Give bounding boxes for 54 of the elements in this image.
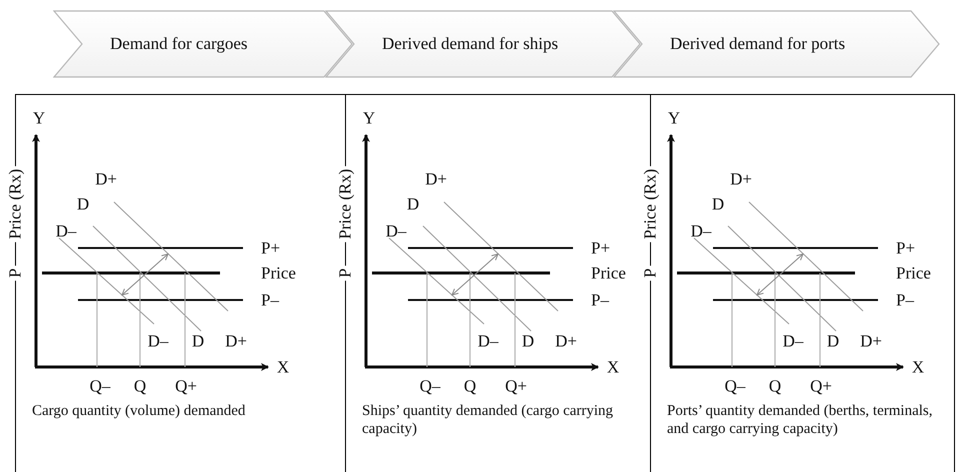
curve-label: D+ (555, 332, 577, 350)
axis-title: Price (Rx) (642, 166, 658, 242)
curve-label: D (522, 332, 534, 350)
price-level-label: P– (261, 292, 279, 308)
axis-title: Price (Rx) (336, 166, 354, 242)
axis-label: P (642, 265, 658, 281)
curve-label: D (826, 332, 840, 350)
curve-label: D– (148, 332, 168, 350)
axis-caption: Ports’ quantity demanded (berths, terminals, and cargo carrying capacity) (667, 402, 934, 438)
axis-label: P (6, 265, 24, 281)
axis-label: Y (32, 110, 46, 126)
axis-label: Y (362, 110, 376, 126)
quantity-label: Q (464, 378, 476, 394)
price-level-label: Price (261, 264, 296, 282)
quantity-label: Q (768, 378, 782, 394)
quantity-label: Q– (90, 378, 110, 394)
curve-label: D– (690, 222, 712, 240)
step-label: Demand for cargoes (109, 33, 248, 56)
axis-label: X (606, 358, 620, 376)
axis-label: P (336, 265, 354, 281)
curve-label: D+ (425, 170, 447, 188)
axis-caption: Ships’ quantity demanded (cargo carrying capacity) (362, 402, 614, 438)
curve-label: D (406, 196, 420, 212)
curve-label: D– (386, 222, 406, 240)
quantity-label: Q+ (810, 378, 832, 394)
curve-label: D (712, 196, 724, 212)
curve-label: D+ (730, 170, 752, 188)
step-label: Derived demand for ships (381, 33, 558, 56)
step-label: Derived demand for ports (669, 33, 846, 56)
price-level-label: P– (896, 292, 914, 308)
curve-label: D (192, 332, 204, 350)
quantity-label: Q+ (505, 378, 527, 394)
axis-label: X (912, 358, 924, 376)
curve-label: D+ (225, 332, 247, 350)
curve-label: D (76, 196, 90, 212)
price-level-label: P+ (896, 240, 916, 256)
axis-label: Y (668, 110, 680, 126)
price-level-label: P+ (591, 240, 610, 256)
price-level-label: P– (591, 292, 609, 308)
price-level-label: P+ (261, 240, 280, 256)
axis-title: Price (Rx) (6, 166, 24, 242)
axis-caption: Cargo quantity (volume) demanded (32, 402, 246, 420)
axis-label: X (276, 358, 290, 376)
curve-label: D+ (95, 170, 117, 188)
price-level-label: Price (591, 264, 626, 282)
curve-label: D– (782, 332, 804, 350)
price-level-label: Price (896, 264, 931, 282)
quantity-label: Q– (420, 378, 440, 394)
curve-label: D– (56, 222, 76, 240)
curve-label: D– (478, 332, 498, 350)
quantity-label: Q (134, 378, 146, 394)
curve-label: D+ (860, 332, 882, 350)
quantity-label: Q+ (175, 378, 197, 394)
quantity-label: Q– (724, 378, 746, 394)
